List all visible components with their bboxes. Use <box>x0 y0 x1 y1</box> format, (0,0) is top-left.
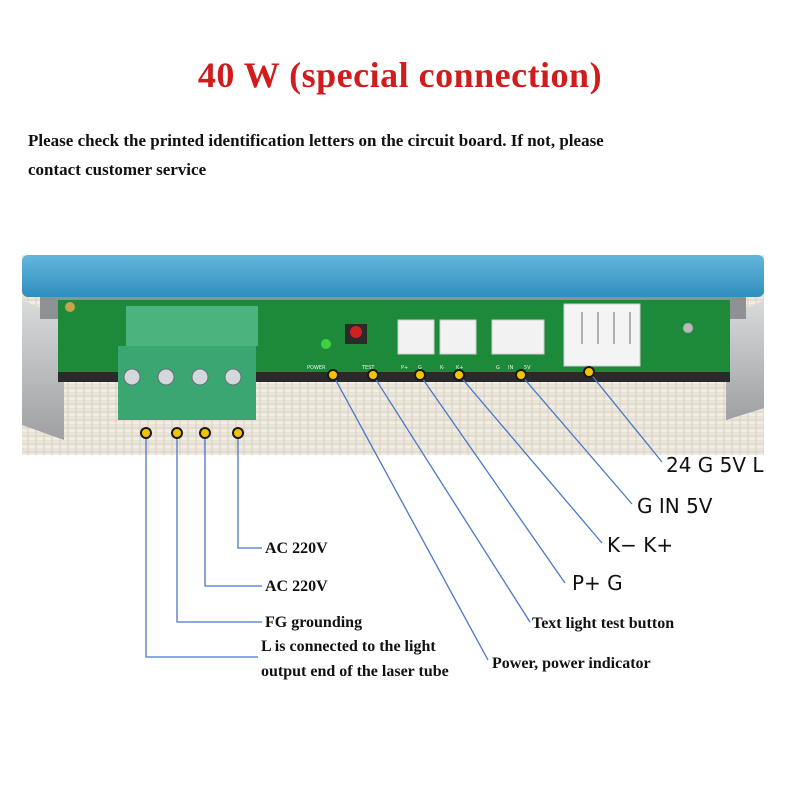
connector-pg <box>397 319 435 355</box>
leader-kk <box>458 374 603 544</box>
label-p-g: P+ G <box>572 571 623 595</box>
marker-24g <box>583 366 595 378</box>
leader-fg <box>176 433 262 623</box>
instruction-line-1: Please check the printed identification … <box>28 131 604 150</box>
screw-right <box>683 323 693 333</box>
connection-markers <box>140 366 595 439</box>
leader-pg <box>419 374 566 584</box>
label-k-k: K− K+ <box>607 533 673 557</box>
marking-k-plus: K+ <box>456 365 463 371</box>
label-power-indicator: Power, power indicator <box>492 655 651 672</box>
label-l-line-1: L is connected to the light <box>261 638 436 655</box>
label-g-in-5v: G IN 5V <box>637 494 713 518</box>
leader-ac220-1 <box>237 433 262 549</box>
leader-l <box>145 433 258 658</box>
leader-24g <box>588 371 663 463</box>
marker-ac220-1 <box>232 427 244 439</box>
power-led <box>321 339 331 349</box>
terminal-block-top <box>126 306 258 346</box>
marking-g1: G <box>418 365 422 371</box>
marker-power <box>327 369 339 381</box>
pcb-edge <box>58 372 730 382</box>
board-photo: POWER TEST P+ G K- K+ G IN 5V <box>22 255 764 455</box>
marking-k-minus: K- <box>440 365 445 371</box>
leader-lines <box>145 371 663 661</box>
marking-in: IN <box>508 365 513 371</box>
connector-24g5vl <box>563 303 641 367</box>
marker-pg <box>414 369 426 381</box>
marking-5v: 5V <box>524 365 531 371</box>
marker-gin <box>515 369 527 381</box>
page-title: 40 W (special connection) <box>197 55 603 95</box>
leader-power <box>332 374 489 661</box>
marking-test: TEST <box>361 365 375 371</box>
label-test-button: Text light test button <box>532 615 674 632</box>
leader-gin <box>520 374 633 505</box>
marker-l <box>140 427 152 439</box>
marking-g2: G <box>496 365 500 371</box>
instruction-line-2: contact customer service <box>28 160 207 179</box>
label-l-line-2: output end of the laser tube <box>261 663 449 680</box>
connector-kk <box>439 319 477 355</box>
label-ac220-1: AC 220V <box>265 540 328 557</box>
label-24-g-5v-l: 24 G 5V L <box>666 453 764 477</box>
screw-left <box>65 302 75 312</box>
blue-case <box>22 255 764 297</box>
instruction-text: Please check the printed identification … <box>28 126 788 184</box>
marking-p-plus: P+ <box>401 365 408 371</box>
marking-power: POWER <box>307 365 326 371</box>
label-ac220-2: AC 220V <box>265 578 328 595</box>
left-bracket <box>22 300 64 440</box>
connector-gin5v <box>491 319 545 355</box>
marker-ac220-2 <box>199 427 211 439</box>
leader-test <box>372 374 531 623</box>
right-bracket <box>726 300 764 420</box>
marker-kk <box>453 369 465 381</box>
marker-fg <box>171 427 183 439</box>
leader-ac220-2 <box>204 433 262 587</box>
marker-test <box>367 369 379 381</box>
test-button <box>350 326 362 338</box>
label-fg-grounding: FG grounding <box>265 614 362 631</box>
